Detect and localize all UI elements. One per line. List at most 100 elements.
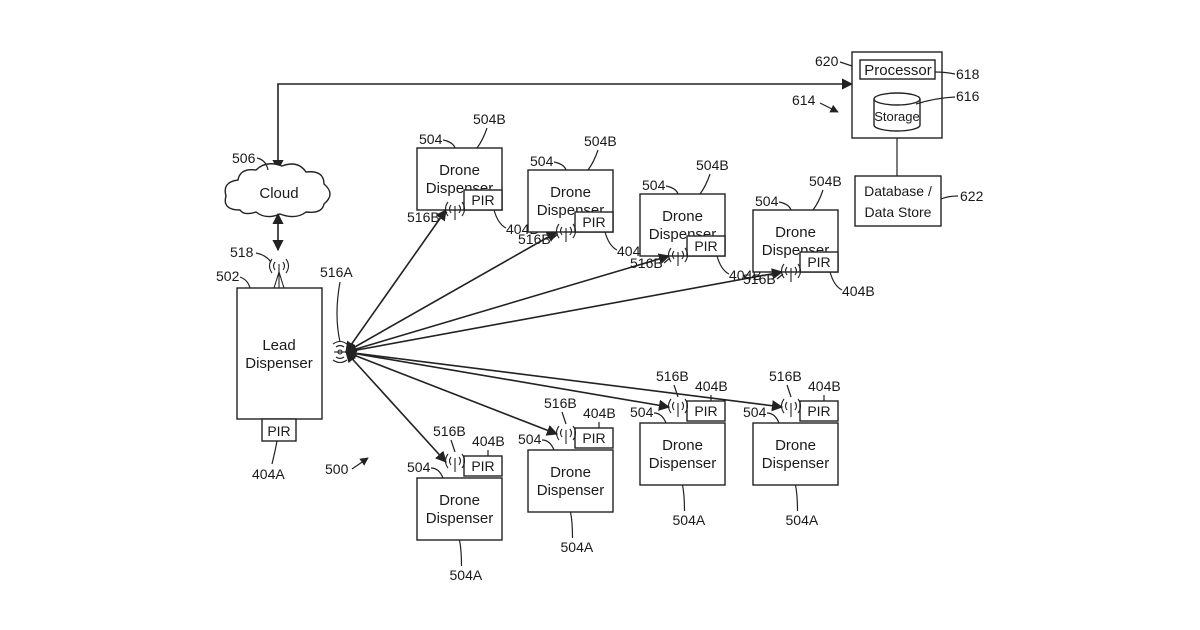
ref-504B: 504B bbox=[809, 173, 842, 189]
wireless-link-arrow bbox=[346, 232, 557, 352]
drone-dispenser: DroneDispenserPIR504504B516B404B bbox=[407, 111, 539, 237]
cloud-label: Cloud bbox=[259, 185, 298, 202]
processor-label: Processor bbox=[864, 62, 932, 79]
drone-dispenser-box bbox=[417, 478, 502, 540]
drone-dispenser-box bbox=[753, 423, 838, 485]
ref-500-arrow bbox=[352, 458, 368, 469]
drone-pir-label: PIR bbox=[471, 192, 494, 208]
ref-504A: 504A bbox=[673, 512, 706, 528]
drone-dispenser-label-line1: Drone bbox=[550, 464, 591, 481]
ref-404B: 404B bbox=[695, 378, 728, 394]
ref-516B-leader bbox=[674, 385, 678, 397]
ref-504A: 504A bbox=[786, 512, 819, 528]
ref-504B-leader bbox=[588, 150, 598, 170]
database-label-line2: Data Store bbox=[865, 204, 932, 220]
ref-502: 502 bbox=[216, 268, 240, 284]
ref-404A: 404A bbox=[252, 466, 285, 482]
ref-504A: 504A bbox=[450, 567, 483, 583]
ref-506: 506 bbox=[232, 150, 256, 166]
drone-dispenser: DroneDispenserPIR504504B516B404B bbox=[518, 133, 650, 259]
ref-504B: 504B bbox=[696, 157, 729, 173]
cloud: Cloud bbox=[225, 164, 330, 217]
ref-404B-leader bbox=[830, 272, 842, 290]
lead-dispenser: Lead Dispenser PIR bbox=[237, 259, 347, 441]
ref-504-leader bbox=[443, 140, 455, 148]
ref-516A: 516A bbox=[320, 264, 353, 280]
ref-504: 504 bbox=[630, 404, 654, 420]
lead-pir-label: PIR bbox=[267, 423, 290, 439]
storage-label: Storage bbox=[874, 109, 920, 124]
drone-dispenser-label-line1: Drone bbox=[662, 437, 703, 454]
ref-516B: 516B bbox=[656, 368, 689, 384]
ref-504B-leader bbox=[813, 190, 823, 210]
ref-504A: 504A bbox=[561, 539, 594, 555]
ref-404A-leader bbox=[272, 441, 277, 464]
ref-516B-leader bbox=[451, 440, 455, 452]
drone-antenna bbox=[557, 426, 576, 444]
drone-dispenser-box bbox=[640, 423, 725, 485]
ref-504: 504 bbox=[743, 404, 767, 420]
drone-pir-label: PIR bbox=[471, 458, 494, 474]
ref-504: 504 bbox=[642, 177, 666, 193]
drone-dispenser: DroneDispenserPIR504516B404B504A bbox=[518, 395, 616, 555]
ref-504B-leader bbox=[700, 174, 710, 194]
ref-518-leader bbox=[256, 253, 271, 262]
ref-404B-leader bbox=[494, 210, 506, 228]
ref-516B: 516B bbox=[433, 423, 466, 439]
ref-618: 618 bbox=[956, 66, 980, 82]
ref-404B: 404B bbox=[842, 283, 875, 299]
ref-504B: 504B bbox=[584, 133, 617, 149]
drone-dispenser-label-line1: Drone bbox=[439, 162, 480, 179]
drone-dispenser-label-line2: Dispenser bbox=[762, 455, 830, 472]
ref-502-leader bbox=[240, 277, 250, 288]
ref-404B-leader bbox=[605, 232, 617, 250]
ref-504-leader bbox=[431, 468, 443, 478]
ref-504-leader bbox=[767, 413, 779, 423]
ref-504A-leader bbox=[460, 540, 462, 566]
drone-pir-label: PIR bbox=[807, 403, 830, 419]
drone-pir-label: PIR bbox=[582, 430, 605, 446]
wireless-link-arrow bbox=[346, 256, 669, 352]
drone-dispensers: DroneDispenserPIR504504B516B404BDroneDis… bbox=[407, 111, 875, 583]
ref-516B-leader bbox=[777, 274, 783, 279]
wireless-link-arrow bbox=[346, 352, 557, 434]
drone-pir-label: PIR bbox=[807, 254, 830, 270]
ref-516A-leader bbox=[337, 282, 340, 342]
lead-cloud-antenna bbox=[270, 259, 289, 288]
drone-antenna bbox=[446, 454, 465, 472]
wireless-link-arrow bbox=[346, 352, 446, 462]
drone-dispenser: DroneDispenserPIR504516B404B504A bbox=[743, 368, 841, 528]
lead-dispenser-label-line2: Dispenser bbox=[245, 355, 313, 372]
database-label-line1: Database / bbox=[864, 183, 932, 199]
ref-620: 620 bbox=[815, 53, 839, 69]
ref-504B: 504B bbox=[473, 111, 506, 127]
ref-516B-leader bbox=[562, 412, 566, 424]
lead-dispenser-label-line1: Lead bbox=[262, 337, 295, 354]
ref-504: 504 bbox=[518, 431, 542, 447]
ref-504A-leader bbox=[683, 485, 685, 511]
drone-dispenser-label-line1: Drone bbox=[550, 184, 591, 201]
ref-516B-leader bbox=[664, 258, 670, 263]
ref-404B: 404B bbox=[583, 405, 616, 421]
ref-504-leader bbox=[779, 202, 791, 210]
ref-504-leader bbox=[666, 186, 678, 194]
ref-404B: 404B bbox=[808, 378, 841, 394]
ref-622: 622 bbox=[960, 188, 984, 204]
drone-dispenser-label-line2: Dispenser bbox=[649, 455, 717, 472]
ref-504-leader bbox=[554, 162, 566, 170]
ref-504: 504 bbox=[530, 153, 554, 169]
ref-504: 504 bbox=[755, 193, 779, 209]
ref-504-leader bbox=[542, 440, 554, 450]
cloud-to-processing-arrow bbox=[278, 84, 852, 170]
drone-dispenser: DroneDispenserPIR504516B404B504A bbox=[630, 368, 728, 528]
drone-antenna bbox=[669, 399, 688, 417]
drone-dispenser-box bbox=[528, 450, 613, 512]
drone-dispenser-label-line1: Drone bbox=[775, 224, 816, 241]
ref-500: 500 bbox=[325, 461, 349, 477]
ref-504-leader bbox=[654, 413, 666, 423]
drone-pir-label: PIR bbox=[694, 238, 717, 254]
drone-antenna bbox=[782, 399, 801, 417]
drone-pir-label: PIR bbox=[582, 214, 605, 230]
ref-518: 518 bbox=[230, 244, 254, 260]
